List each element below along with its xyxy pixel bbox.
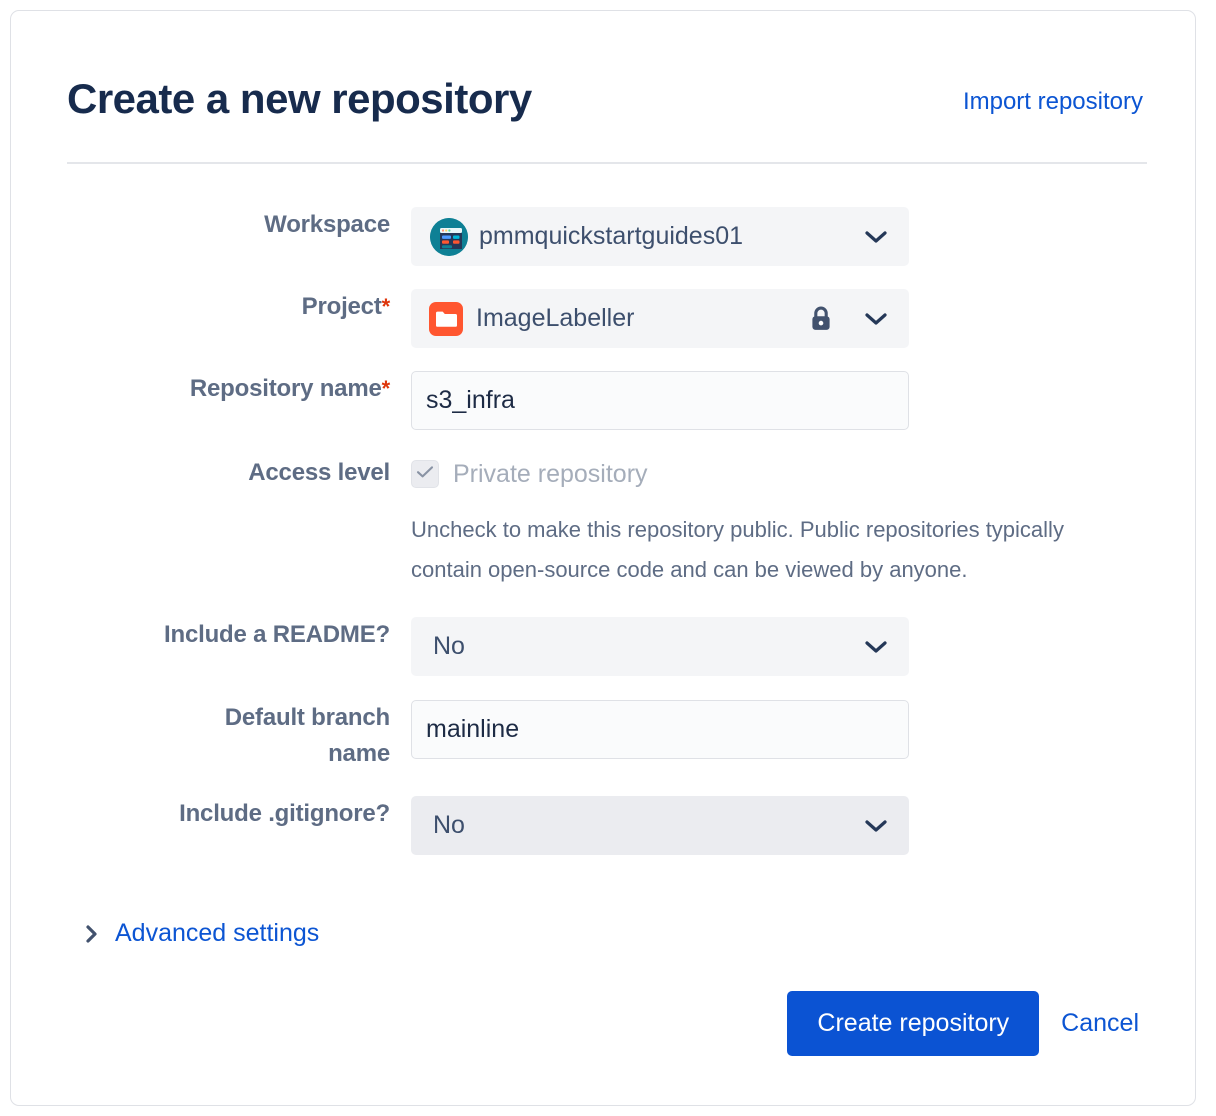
create-repository-form: Workspace <box>11 207 1197 855</box>
repository-name-label-text: Repository name <box>189 375 382 402</box>
repository-name-input[interactable] <box>411 371 909 430</box>
include-readme-label-text: Include a README? <box>164 621 390 648</box>
include-gitignore-field: No <box>390 796 1197 855</box>
include-readme-row: Include a README? No <box>11 617 1197 676</box>
check-icon <box>416 465 434 484</box>
project-selected-value: ImageLabeller <box>476 304 635 332</box>
lock-icon <box>808 304 834 334</box>
access-level-label-text: Access level <box>248 459 390 486</box>
include-gitignore-label: Include .gitignore? <box>11 796 390 832</box>
project-label: Project* <box>11 289 391 325</box>
folder-icon <box>429 301 463 336</box>
project-label-text: Project <box>301 293 382 320</box>
repository-name-label: Repository name* <box>11 371 390 407</box>
chevron-down-icon <box>865 312 887 326</box>
chevron-down-icon <box>865 819 887 833</box>
project-required-marker: * <box>381 294 391 319</box>
workspace-select[interactable]: pmmquickstartguides01 <box>411 207 909 266</box>
advanced-settings-label: Advanced settings <box>115 919 320 947</box>
default-branch-name-label-text: Default branch name <box>224 704 390 767</box>
advanced-settings-toggle[interactable]: Advanced settings <box>85 919 319 948</box>
private-repository-label: Private repository <box>453 459 648 488</box>
include-readme-selected-value: No <box>433 632 465 660</box>
workspace-row: Workspace <box>11 207 1197 266</box>
workspace-dashboard-avatar <box>430 217 468 256</box>
private-repository-checkbox-line[interactable]: Private repository <box>411 455 1197 491</box>
private-repository-checkbox[interactable] <box>411 460 439 488</box>
chevron-down-icon <box>865 640 887 654</box>
chevron-down-icon <box>865 230 887 244</box>
card-header: Create a new repository Import repositor… <box>67 73 1145 165</box>
repository-name-row: Repository name* <box>11 371 1197 430</box>
include-gitignore-selected-value: No <box>433 811 465 839</box>
workspace-label-text: Workspace <box>264 211 390 238</box>
include-readme-select[interactable]: No <box>411 617 909 676</box>
create-repository-card: Create a new repository Import repositor… <box>10 10 1196 1106</box>
access-level-row: Access level Private repository Uncheck … <box>11 455 1197 590</box>
include-gitignore-row: Include .gitignore? No <box>11 796 1197 855</box>
access-level-label: Access level <box>11 455 390 491</box>
access-level-field: Private repository Uncheck to make this … <box>390 455 1197 590</box>
import-repository-link[interactable]: Import repository <box>962 88 1143 115</box>
access-level-help-text: Uncheck to make this repository public. … <box>411 517 1064 582</box>
workspace-selected-value: pmmquickstartguides01 <box>479 222 744 250</box>
project-row: Project* ImageLabeller <box>11 289 1197 348</box>
header-divider <box>67 162 1147 164</box>
page-title: Create a new repository <box>67 75 532 122</box>
default-branch-name-input[interactable] <box>411 700 909 759</box>
repository-name-field <box>390 371 1197 430</box>
repository-name-required-marker: * <box>381 376 391 401</box>
workspace-field: pmmquickstartguides01 <box>390 207 1197 266</box>
create-repository-button[interactable]: Create repository <box>787 991 1040 1056</box>
project-select[interactable]: ImageLabeller <box>411 289 909 348</box>
project-field: ImageLabeller <box>390 289 1197 348</box>
workspace-label: Workspace <box>11 207 390 243</box>
chevron-right-icon <box>85 924 99 944</box>
cancel-button[interactable]: Cancel <box>1061 1009 1139 1037</box>
default-branch-name-label: Default branch name <box>11 700 390 772</box>
include-gitignore-label-text: Include .gitignore? <box>179 800 390 827</box>
include-readme-label: Include a README? <box>11 617 390 653</box>
default-branch-name-row: Default branch name <box>11 700 1197 772</box>
form-actions: Create repository Cancel <box>787 991 1139 1056</box>
include-readme-field: No <box>390 617 1197 676</box>
default-branch-name-field <box>390 700 1197 759</box>
include-gitignore-select[interactable]: No <box>411 796 909 855</box>
